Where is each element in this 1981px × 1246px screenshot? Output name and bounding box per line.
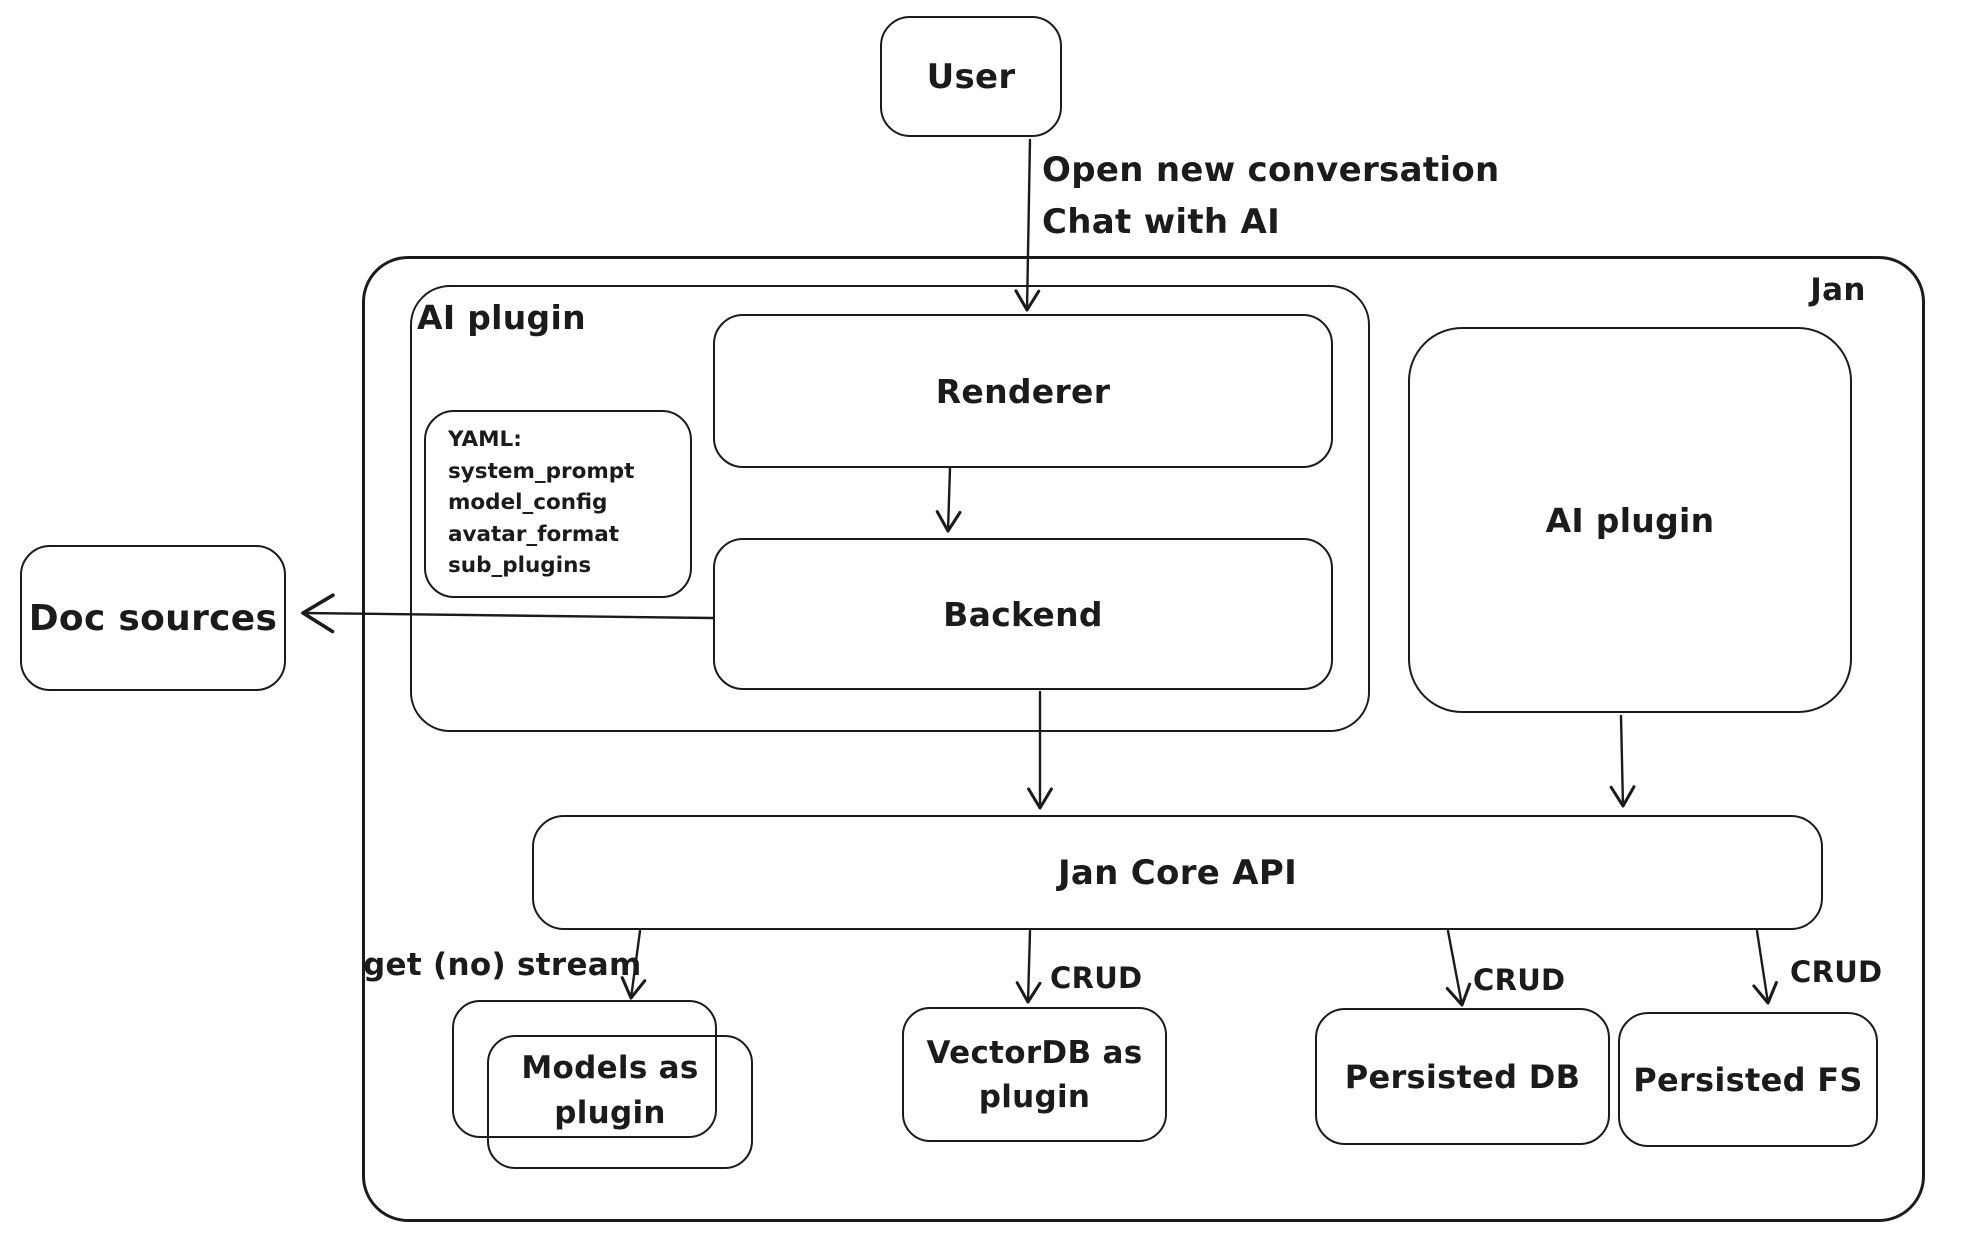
jan-container-label: Jan — [1810, 272, 1866, 308]
ai-plugin-node-label: AI plugin — [1545, 500, 1715, 540]
edge-label-get-no-stream: get (no) stream — [363, 947, 642, 983]
yaml-note: YAML: system_prompt model_config avatar_… — [424, 410, 692, 598]
jan-core-api-node: Jan Core API — [532, 815, 1823, 930]
yaml-note-line: sub_plugins — [448, 553, 592, 578]
edge-label-open-new-conversation: Open new conversation — [1042, 150, 1500, 190]
ai-plugin-container-label: AI plugin — [417, 298, 586, 337]
doc-sources-node: Doc sources — [20, 545, 286, 691]
ai-plugin-node: AI plugin — [1408, 327, 1852, 713]
persisted-db-node: Persisted DB — [1315, 1008, 1610, 1145]
user-node-label: User — [926, 56, 1016, 97]
models-as-plugin-node-label: Models as plugin — [521, 1050, 699, 1131]
yaml-note-line: model_config — [448, 490, 608, 515]
backend-node-label: Backend — [943, 594, 1103, 634]
doc-sources-node-label: Doc sources — [28, 597, 278, 639]
edge-label-crud-persisted-fs: CRUD — [1790, 955, 1883, 989]
ai-plugin-container — [410, 285, 1370, 732]
persisted-db-node-label: Persisted DB — [1344, 1057, 1581, 1096]
vectordb-as-plugin-node-label: VectorDB as plugin — [926, 1034, 1143, 1115]
user-node: User — [880, 16, 1062, 137]
models-as-plugin-node — [487, 1035, 753, 1169]
renderer-node-label: Renderer — [935, 371, 1111, 411]
renderer-node: Renderer — [713, 314, 1333, 468]
vectordb-as-plugin-node: VectorDB as plugin — [902, 1007, 1167, 1142]
yaml-note-line: system_prompt — [448, 458, 635, 484]
persisted-fs-node: Persisted FS — [1618, 1012, 1878, 1147]
edge-label-crud-persisted-db: CRUD — [1473, 963, 1566, 997]
yaml-note-title: YAML: — [448, 427, 522, 452]
backend-node: Backend — [713, 538, 1333, 690]
edge-label-crud-vectordb: CRUD — [1050, 961, 1143, 995]
edge-label-chat-with-ai: Chat with AI — [1042, 202, 1281, 242]
yaml-note-line: avatar_format — [448, 521, 620, 547]
jan-core-api-node-label: Jan Core API — [1057, 852, 1298, 893]
persisted-fs-node-label: Persisted FS — [1633, 1060, 1863, 1099]
models-as-plugin-node-back — [452, 1000, 717, 1138]
jan-container — [362, 256, 1925, 1222]
